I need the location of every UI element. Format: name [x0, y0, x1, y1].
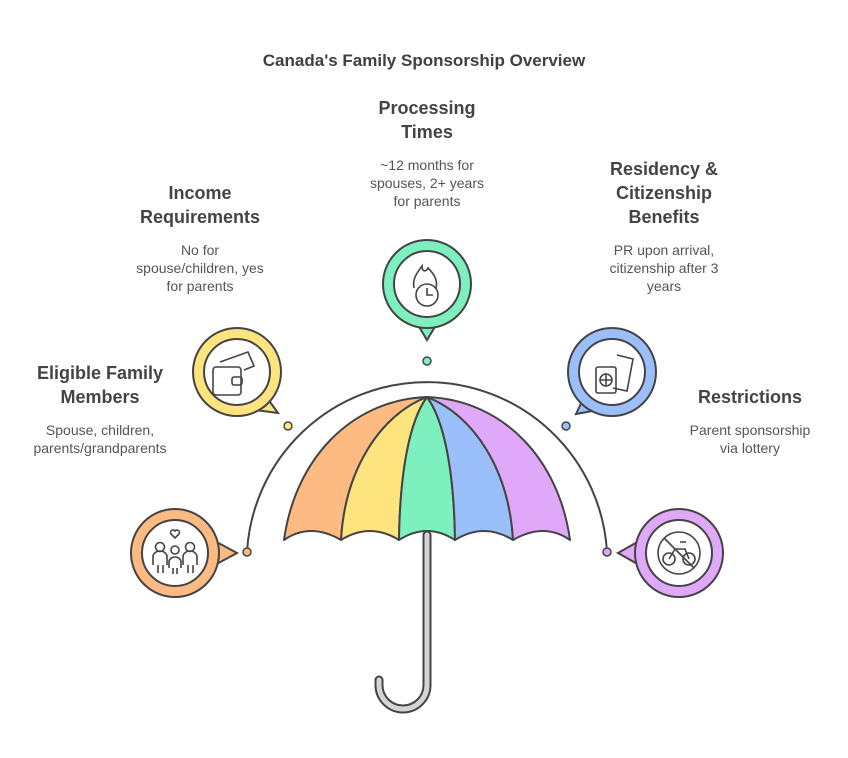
canopy-segment-purple	[426, 396, 571, 541]
item-description: PR upon arrival,	[613, 242, 715, 258]
item-processing-times: Processing Times ~12 months for spouses,…	[327, 96, 527, 210]
item-heading: Members	[60, 387, 140, 407]
diagram-title: Canada's Family Sponsorship Overview	[262, 51, 586, 70]
item-heading: Income	[168, 183, 232, 203]
umbrella-canopy	[283, 396, 571, 541]
connector-dot-4	[561, 421, 571, 431]
item-description: Parent sponsorship	[689, 422, 811, 438]
item-description: citizenship after 3	[609, 260, 719, 276]
item-description: parents/grandparents	[33, 440, 167, 456]
item-description: spouses, 2+ years	[369, 175, 484, 191]
bubble-residency	[567, 327, 657, 417]
connector-dot-2	[283, 421, 293, 431]
clock-fire-icon	[412, 263, 439, 307]
bubble-eligible	[130, 508, 240, 598]
connector-arc	[246, 381, 608, 553]
item-heading: Processing	[378, 98, 476, 118]
item-heading: Benefits	[628, 207, 700, 227]
item-description: No for	[180, 242, 220, 258]
item-description: years	[646, 278, 682, 294]
item-heading: Times	[401, 122, 453, 142]
item-income-requirements: Income Requirements No for spouse/childr…	[100, 181, 300, 295]
item-heading: Restrictions	[697, 387, 803, 407]
item-heading: Residency &	[609, 159, 719, 179]
bubble-processing	[382, 239, 472, 342]
item-heading: Eligible Family	[36, 363, 164, 383]
passport-ticket-icon	[595, 354, 634, 394]
item-description: ~12 months for	[380, 157, 474, 173]
item-restrictions: Restrictions Parent sponsorship via lott…	[650, 385, 848, 457]
item-eligible-family-members: Eligible Family Members Spouse, children…	[0, 361, 200, 457]
wallet-money-icon	[212, 350, 256, 396]
item-description: via lottery	[720, 440, 780, 456]
family-icon	[152, 529, 198, 574]
bubble-restrictions	[615, 508, 724, 598]
connector-dot-5	[602, 547, 612, 557]
umbrella-handle	[374, 530, 432, 714]
item-heading: Requirements	[139, 207, 261, 227]
bubble-income	[192, 327, 282, 417]
item-description: spouse/children, yes	[136, 260, 264, 276]
no-bicycle-icon	[657, 531, 701, 575]
connector-dot-1	[242, 547, 252, 557]
item-description: Spouse, children,	[45, 422, 155, 438]
item-residency-benefits: Residency & Citizenship Benefits PR upon…	[564, 157, 764, 295]
item-heading: Citizenship	[615, 183, 712, 203]
item-description: for parents	[393, 193, 461, 209]
connector-dot-3	[422, 356, 432, 366]
item-description: for parents	[166, 278, 234, 294]
